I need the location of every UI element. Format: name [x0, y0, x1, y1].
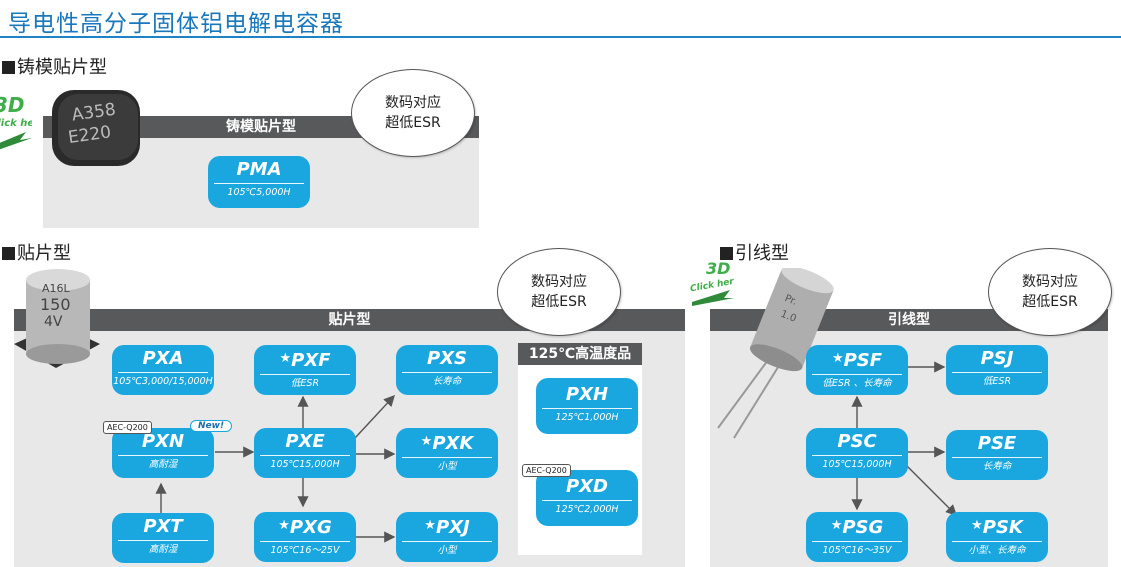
- high-temp-title: 125℃高温度品: [518, 343, 642, 365]
- lead-bubble: 数码对应 超低ESR: [988, 248, 1112, 336]
- arrow-psc-psk: [906, 465, 957, 516]
- star-icon: ★: [279, 351, 292, 366]
- square-bullet-icon: [2, 247, 15, 260]
- svg-text:Click here!: Click here!: [0, 118, 32, 129]
- product-psj[interactable]: PSJ 低ESR: [946, 345, 1048, 395]
- section-heading-molded: 铸模贴片型: [2, 53, 107, 79]
- 3d-click-badge-lead[interactable]: 3D Click here!: [689, 258, 745, 308]
- product-pxh[interactable]: PXH 125℃1,000H: [536, 378, 638, 434]
- star-icon: ★: [831, 351, 844, 366]
- product-pxj[interactable]: ★PXJ 小型: [396, 512, 498, 562]
- product-pxg[interactable]: ★PXG 105℃16～25V: [254, 512, 356, 562]
- chip-capacitor-image: A16L 150 4V: [8, 264, 104, 370]
- svg-text:3D: 3D: [0, 94, 25, 117]
- product-pxa[interactable]: PXA 105℃3,000/15,000H: [112, 345, 214, 395]
- star-icon: ★: [830, 518, 843, 533]
- aec-q200-tag-pxd: AEC-Q200: [522, 464, 571, 477]
- 3d-badge-icon: 3D Click here!: [0, 93, 50, 150]
- svg-text:A16L: A16L: [42, 282, 71, 295]
- title-divider: [0, 36, 1121, 38]
- product-pse[interactable]: PSE 长寿命: [946, 430, 1048, 480]
- molded-bubble: 数码对应 超低ESR: [351, 69, 475, 157]
- star-icon: ★: [420, 434, 433, 449]
- star-icon: ★: [278, 518, 290, 533]
- square-bullet-icon: [2, 61, 15, 74]
- product-pxs[interactable]: PXS 长寿命: [396, 345, 498, 395]
- svg-text:4V: 4V: [44, 314, 63, 330]
- product-pxd[interactable]: PXD 125℃2,000H: [536, 470, 638, 526]
- svg-text:Pr.: Pr.: [783, 293, 798, 308]
- star-icon: ★: [424, 518, 436, 533]
- molded-capacitor-image: A358 E220: [48, 84, 144, 170]
- product-psc[interactable]: PSC 105℃15,000H: [806, 428, 908, 478]
- product-psf[interactable]: ★PSF 低ESR 、长寿命: [806, 345, 908, 395]
- section-heading-chip: 贴片型: [2, 239, 71, 265]
- product-pxt[interactable]: PXT 高耐湿: [112, 513, 214, 563]
- arrow-pxe-pxs: [354, 394, 395, 439]
- star-icon: ★: [971, 518, 983, 533]
- 3d-badge-icon: 3D Click here!: [689, 259, 745, 306]
- square-bullet-icon: [720, 247, 733, 260]
- chip-bubble: 数码对应 超低ESR: [497, 248, 621, 336]
- svg-text:150: 150: [40, 295, 71, 314]
- product-pxk[interactable]: ★PXK 小型: [396, 428, 498, 478]
- 3d-click-badge[interactable]: 3D Click here!: [0, 93, 50, 154]
- product-psk[interactable]: ★PSK 小型、长寿命: [946, 512, 1048, 562]
- lead-capacitor-image: Pr. 1.0: [710, 266, 834, 440]
- product-pxe[interactable]: PXE 105℃15,000H: [254, 428, 356, 478]
- page-title: 导电性高分子固体铝电解电容器: [8, 11, 344, 37]
- new-badge-pxn: New!: [190, 420, 233, 432]
- aec-q200-tag-pxn: AEC-Q200: [103, 421, 152, 434]
- section-heading-lead: 引线型: [720, 239, 789, 265]
- product-pxf[interactable]: ★PXF 低ESR: [254, 345, 356, 395]
- product-pma[interactable]: PMA 105℃5,000H: [208, 156, 310, 208]
- product-psg[interactable]: ★PSG 105℃16～35V: [806, 512, 908, 562]
- product-pxn[interactable]: PXN 高耐湿: [112, 428, 214, 478]
- svg-text:3D: 3D: [706, 259, 730, 278]
